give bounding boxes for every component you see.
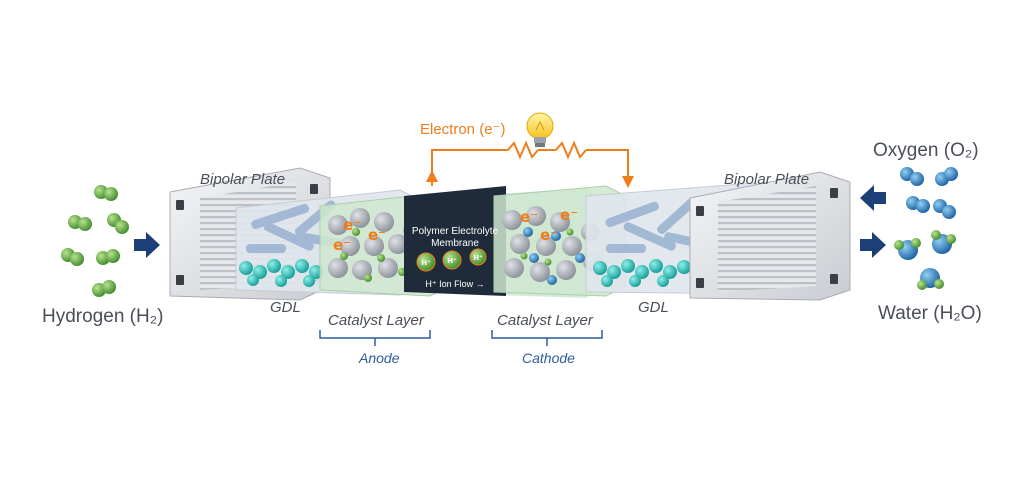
svg-text:e⁻: e⁻ [343, 216, 361, 234]
hydrogen-label: Hydrogen (H₂) [42, 306, 164, 327]
oxygen-molecules [900, 167, 958, 219]
cathode-label: Cathode [522, 350, 575, 366]
resistor-icon [555, 140, 587, 160]
hydrogen-molecules [61, 185, 129, 297]
gdl-right-label: GDL [638, 299, 669, 316]
electron-symbols: e⁻ e⁻ e⁻ e⁻ e⁻ e⁻ [333, 206, 578, 254]
water-label: Water (H₂O) [878, 303, 982, 324]
arrow-down-icon [622, 176, 634, 188]
anode-bracket [319, 330, 431, 346]
svg-text:e⁻: e⁻ [540, 226, 558, 244]
membrane-label-line2: Membrane [431, 238, 479, 249]
ion-flow-label: H⁺ Ion Flow → [425, 279, 485, 289]
arrow-up-icon [426, 170, 438, 182]
resistor-icon [507, 140, 539, 160]
anode-label: Anode [359, 350, 400, 366]
arrow-right-icon [134, 232, 160, 258]
svg-text:H⁺: H⁺ [421, 259, 431, 267]
membrane-label-line1: Polymer Electrolyte [411, 226, 499, 237]
arrow-left-icon [860, 185, 886, 211]
lightbulb-icon [526, 112, 554, 147]
svg-text:e⁻: e⁻ [520, 208, 538, 226]
svg-text:e⁻: e⁻ [368, 226, 386, 244]
bipolar-plate-left-label: Bipolar Plate [200, 171, 286, 188]
proton-icons [416, 248, 487, 272]
svg-text:e⁻: e⁻ [560, 206, 578, 224]
catalyst-layer-right-label: Catalyst Layer [497, 312, 593, 329]
cathode-bracket [491, 330, 603, 346]
bipolar-plate-right-label: Bipolar Plate [724, 171, 810, 188]
arrow-right-icon [860, 232, 886, 258]
oxygen-label: Oxygen (O₂) [873, 140, 979, 161]
gdl-left-label: GDL [270, 299, 301, 316]
catalyst-layer-left-label: Catalyst Layer [328, 312, 424, 329]
svg-text:e⁻: e⁻ [333, 236, 351, 254]
svg-text:H⁺: H⁺ [473, 254, 483, 262]
svg-text:H⁺: H⁺ [447, 257, 457, 265]
electron-circuit [431, 140, 629, 186]
electron-label: Electron (e⁻) [420, 121, 506, 138]
water-molecules [894, 230, 956, 290]
proton-symbols: H⁺ H⁺ H⁺ [421, 254, 483, 267]
membrane-label: Polymer Electrolyte Membrane [404, 226, 506, 250]
bipolar-plate-right [689, 171, 851, 301]
